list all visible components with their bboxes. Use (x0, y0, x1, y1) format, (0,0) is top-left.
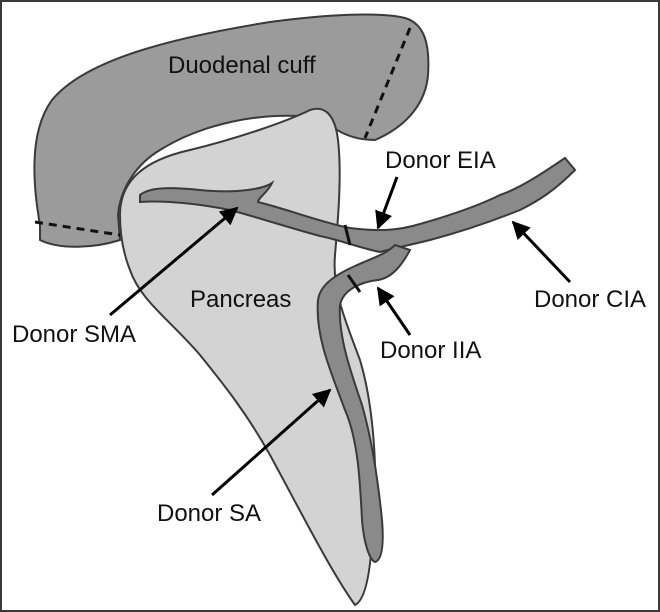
arrow-donor-eia (378, 177, 397, 228)
label-donor-iia: Donor IIA (380, 337, 481, 364)
label-donor-cia: Donor CIA (534, 286, 646, 313)
label-donor-sa: Donor SA (157, 500, 261, 527)
arrow-donor-cia (513, 222, 570, 282)
label-donor-sma: Donor SMA (12, 321, 136, 348)
label-donor-eia: Donor EIA (385, 147, 496, 174)
arrow-donor-iia (378, 288, 410, 335)
label-pancreas: Pancreas (190, 286, 291, 313)
label-duodenal-cuff: Duodenal cuff (168, 52, 316, 79)
